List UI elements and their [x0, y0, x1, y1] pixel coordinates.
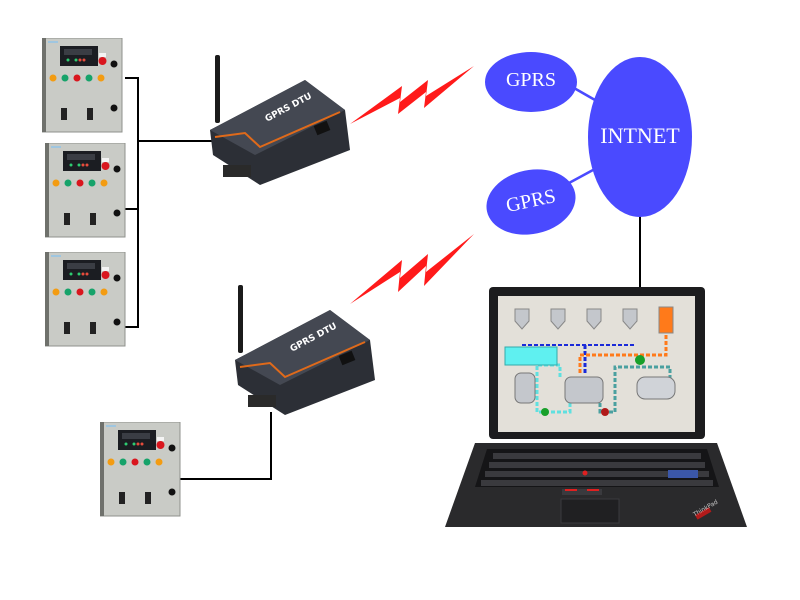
dtu-2-body [235, 285, 375, 415]
control-cabinet-1 [42, 38, 126, 134]
link-gprs-2-internet [568, 168, 594, 185]
trackpoint [582, 470, 588, 476]
laptop: ThinkPad [445, 287, 747, 537]
link-gprs-1-internet [573, 86, 596, 102]
control-cabinet-2 [45, 143, 129, 239]
gprs-dtu-2: GPRS DTU [230, 285, 380, 420]
wireless-signal-icon-2 [350, 234, 474, 304]
internet-cloud-label: INTNET [600, 123, 680, 148]
touchpad [560, 498, 620, 524]
keyboard [481, 453, 713, 486]
control-cabinet-4 [100, 422, 184, 518]
dtu-1-body [210, 55, 350, 185]
gprs-node-1-label: GPRS [505, 69, 557, 91]
control-cabinet-3 [45, 252, 129, 348]
gprs-node-1 [485, 52, 577, 112]
wire-cabinet-4-to-dtu-2 [180, 412, 272, 480]
wireless-signal-icon-1 [350, 66, 474, 124]
gprs-node-2 [486, 169, 576, 235]
wire-cabinet-1 [125, 77, 139, 328]
gprs-dtu-1: GPRS DTU [205, 55, 355, 190]
internet-cloud [588, 57, 692, 217]
laptop-screen-scada [498, 296, 695, 432]
